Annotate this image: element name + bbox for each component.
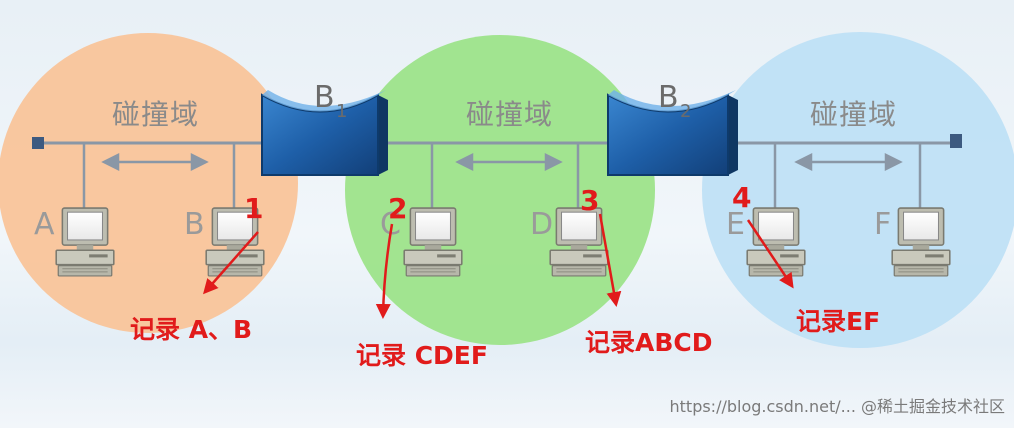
host-label-d: D [530,207,553,242]
computer-e-icon [746,207,806,277]
bridge-b2-icon [607,90,738,176]
computer-c-icon [403,207,463,277]
double-arrow-icon [455,152,563,172]
collision-domain-label-1: 碰撞域 [112,98,199,131]
annotation-text-2: 记录 CDEF [356,341,488,370]
annotation-number-4: 4 [732,181,751,214]
host-label-a: A [34,207,55,242]
computer-d-icon [549,207,609,277]
annotation-text-1: 记录 A、B [130,315,252,344]
bridge-b1-label: B [314,80,335,115]
double-arrow-icon [794,152,903,172]
collision-domain-label-3: 碰撞域 [810,98,897,131]
annotation-number-2: 2 [388,192,407,225]
bus-terminator-right [950,134,962,148]
bridge-b1-icon [261,90,388,176]
annotation-arrow-2 [375,223,394,319]
annotation-arrow-4 [746,219,794,289]
computer-f-icon [891,207,951,277]
annotation-number-1: 1 [244,192,263,225]
annotation-text-3: 记录ABCD [585,328,713,357]
double-arrow-icon [101,152,209,172]
host-label-f: F [874,207,891,242]
annotation-text-4: 记录EF [796,307,880,336]
annotation-arrow-1 [203,231,259,295]
collision-domain-2 [345,35,655,345]
host-label-b: B [184,207,205,242]
annotation-arrow-3 [598,213,622,307]
bridge-b1-subscript: 1 [336,101,347,122]
host-label-e: E [726,207,745,242]
host-label-c: C [380,207,401,242]
collision-domain-label-2: 碰撞域 [466,98,553,131]
annotation-number-3: 3 [580,184,599,217]
watermark: https://blog.csdn.net/... @稀土掘金技术社区 [670,397,1006,416]
bridge-b2-label: B [658,80,679,115]
collision-domain-1 [0,33,298,333]
bus-terminator-left [32,137,44,149]
bridge-b2-subscript: 2 [680,101,691,122]
computer-a-icon [55,207,115,277]
